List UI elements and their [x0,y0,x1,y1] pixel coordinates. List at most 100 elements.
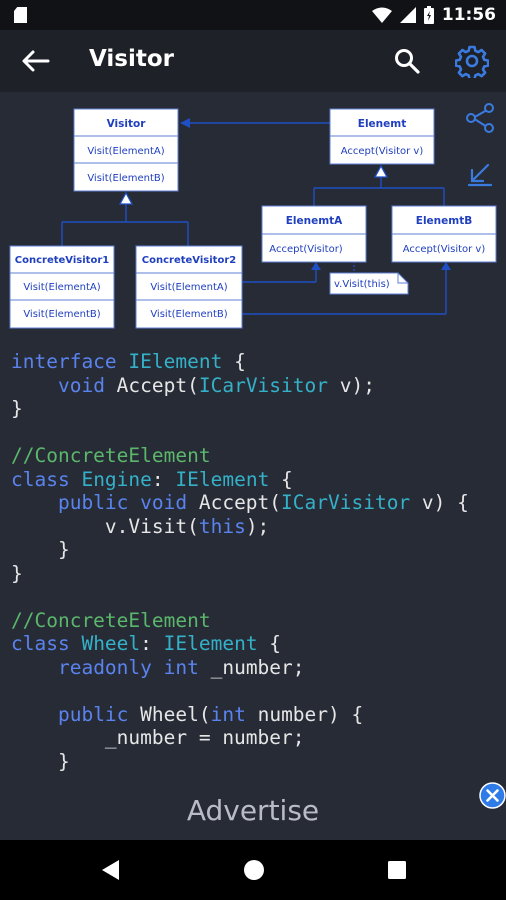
code-token: ICarVisitor [281,491,411,514]
status-icons: 11:56 [371,5,496,25]
element-b-title: ElenemtB [416,215,472,227]
code-token: IElement [175,467,270,491]
wifi-icon [371,7,392,23]
concrete-visitor-2-method: Visit(ElementA) [150,282,227,293]
code-token: IElement [163,632,258,655]
code-token: } [11,538,70,561]
circle-home-icon[interactable] [240,856,268,884]
code-token: number) { [245,702,364,726]
code-line: } [11,750,469,774]
code-token [11,491,58,514]
status-bar: 11:56 [0,0,506,30]
code-token: } [11,397,23,420]
code-token: class [11,632,82,655]
inheritance-arrow-element [373,164,389,178]
code-token: { [222,350,246,373]
code-token: v.Visit( [11,514,199,538]
code-line: void Accept(ICarVisitor v); [11,374,469,398]
code-token: v) { [410,491,469,514]
search-icon[interactable] [393,47,421,75]
concrete-visitor-1-method: Visit(ElementA) [23,282,100,293]
code-token: ); [245,514,270,538]
code-token: public [57,702,129,726]
element-a-title: ElenemtA [286,215,343,227]
uml-diagram: Visitor Visit(ElementA) Visit(ElementB) … [9,108,497,329]
code-token: _number; [198,655,305,679]
triangle-back-icon[interactable] [97,856,125,884]
code-token: : [140,632,164,655]
code-token: public void [57,491,188,514]
uml-class-element: Elenemt Accept(Visitor v) [329,108,435,165]
code-token: this [198,514,246,538]
collapse-icon[interactable] [462,156,498,192]
uml-note: v.Visit(this) [329,272,409,295]
code-token: Accept( [187,491,282,514]
code-line: public void Accept(ICarVisitor v) { [11,491,469,515]
code-block: interface IElement { void Accept(ICarVis… [11,350,469,773]
element-method: Accept(Visitor v) [341,146,424,157]
system-nav-bar [0,840,506,900]
inheritance-arrow-visitor [118,191,134,205]
share-icon[interactable] [462,100,498,136]
ad-label: Advertise [186,794,320,827]
concrete-visitor-1-method: Visit(ElementB) [23,309,100,320]
note-text: v.Visit(this) [334,279,390,290]
visitor-method: Visit(ElementA) [87,146,164,157]
uml-class-concrete-visitor-2: ConcreteVisitor2 Visit(ElementA) Visit(E… [135,245,243,329]
code-line: class Engine: IElement { [11,468,469,492]
concrete-visitor-1-title: ConcreteVisitor1 [15,255,109,266]
code-token: v); [328,373,375,397]
code-line: class Wheel: IElement { [11,632,469,656]
page-title: Visitor [89,46,174,72]
ad-banner[interactable]: Advertise [0,782,506,840]
app-bar: Visitor [0,30,506,92]
code-line: } [11,397,469,421]
visitor-title: Visitor [107,118,147,130]
uml-class-visitor: Visitor Visit(ElementA) Visit(ElementB) [73,108,179,192]
code-token: interface [11,350,129,373]
code-token: //ConcreteElement [11,444,211,467]
code-token: Engine [81,467,152,491]
code-token: Wheel [81,632,141,655]
code-line: } [11,562,469,586]
code-line: } [11,538,469,562]
code-line: _number = number; [11,726,469,750]
code-line: //ConcreteElement [11,444,469,468]
sim-card-icon [14,7,27,23]
element-a-method: Accept(Visitor) [269,244,343,255]
code-token [11,703,58,726]
code-token: { [257,632,282,655]
code-token: //ConcreteElement [11,608,211,632]
battery-icon [423,6,434,24]
code-line: public Wheel(int number) { [11,703,469,727]
uml-class-concrete-visitor-1: ConcreteVisitor1 Visit(ElementA) Visit(E… [9,245,115,329]
visitor-method: Visit(ElementB) [87,173,164,184]
close-icon[interactable] [479,782,506,809]
arrow-left-icon[interactable] [20,48,50,74]
code-line [11,679,469,703]
code-line: v.Visit(this); [11,515,469,539]
code-line [11,421,469,445]
concrete-visitor-2-title: ConcreteVisitor2 [142,255,236,266]
code-line: interface IElement { [11,350,469,374]
code-token: } [11,561,23,585]
concrete-visitor-2-method: Visit(ElementB) [150,309,227,320]
code-token: ICarVisitor [198,373,328,397]
clock-time: 11:56 [441,5,496,25]
code-line [11,585,469,609]
gear-icon[interactable] [455,44,489,78]
code-token: void [57,373,105,397]
code-token [11,374,58,397]
code-line: //ConcreteElement [11,609,469,633]
association-arrowhead [180,118,190,128]
code-token: class [11,467,82,491]
code-token: _number = number; [11,726,305,749]
uml-class-element-a: ElenemtA Accept(Visitor) [261,205,367,263]
code-token: { [269,467,293,491]
square-recents-icon[interactable] [383,856,411,884]
code-line: readonly int _number; [11,656,469,680]
code-token: Wheel( [128,702,211,726]
signal-icon [399,7,416,23]
code-token: int [210,702,246,726]
element-title: Elenemt [358,118,406,130]
